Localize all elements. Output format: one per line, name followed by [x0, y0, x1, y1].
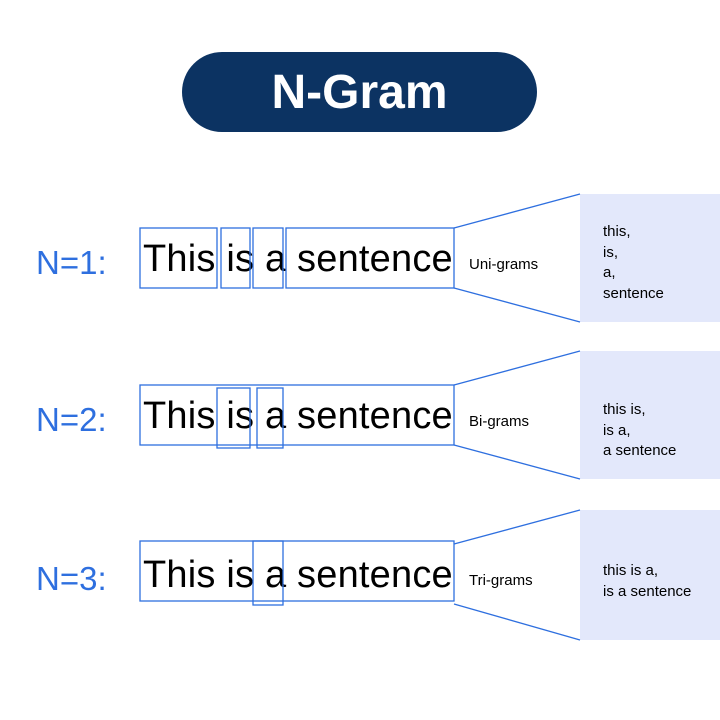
sentence-text: This is a sentence: [143, 554, 453, 596]
window-box: [252, 540, 284, 606]
diagram-title: N-Gram: [271, 65, 448, 119]
n-label: N=3:: [36, 560, 107, 597]
bigram-list: this is, is a, a sentence: [603, 400, 676, 462]
window-box: [216, 387, 251, 449]
title-banner: N-Gram: [182, 52, 537, 132]
gram-item: this is a,: [603, 562, 659, 579]
gram-item: this is,: [603, 401, 646, 418]
row-bigrams: this is, is a, a sentence N=2: This is a…: [0, 350, 720, 491]
window-boxes: [139, 350, 581, 480]
window-box: [256, 387, 284, 449]
window-box: [139, 540, 455, 602]
window-boxes: [139, 509, 581, 641]
window-box: [220, 227, 251, 289]
connector-line: [453, 287, 581, 323]
connector-line: [453, 603, 581, 641]
sentence-text: This is a sentence: [143, 238, 453, 280]
gram-item: is,: [603, 243, 618, 261]
trigram-panel: this is a, is a sentence: [580, 510, 720, 640]
trigram-list: this is a, is a sentence: [603, 561, 691, 602]
gram-item: is a sentence: [603, 582, 692, 600]
connector-line: [453, 444, 581, 480]
n-label: N=1:: [36, 244, 107, 281]
bigram-panel: this is, is a, a sentence: [580, 351, 720, 479]
gram-item: a,: [603, 264, 616, 281]
gram-item: is a,: [603, 421, 631, 439]
gram-item: a sentence: [603, 442, 677, 459]
gram-type-label: Tri-grams: [469, 572, 533, 589]
connector-line: [453, 350, 581, 386]
window-boxes: [139, 193, 581, 323]
gram-type-label: Bi-grams: [469, 413, 530, 430]
row-trigrams: this is a, is a sentence N=3: This is a …: [0, 509, 720, 650]
connector-line: [453, 509, 581, 545]
unigram-panel: this, is, a, sentence: [580, 194, 720, 322]
window-box: [252, 227, 284, 289]
n-label: N=2:: [36, 401, 107, 438]
window-box: [139, 227, 218, 289]
gram-type-label: Uni-grams: [469, 256, 539, 273]
row-unigrams: this, is, a, sentence N=1: This is a sen…: [0, 193, 720, 334]
sentence-text: This is a sentence: [143, 395, 453, 437]
window-box: [285, 227, 455, 289]
gram-item: this,: [603, 223, 631, 240]
unigram-list: this, is, a, sentence: [603, 222, 664, 304]
gram-item: sentence: [603, 284, 664, 302]
connector-line: [453, 193, 581, 229]
window-box: [139, 384, 455, 446]
